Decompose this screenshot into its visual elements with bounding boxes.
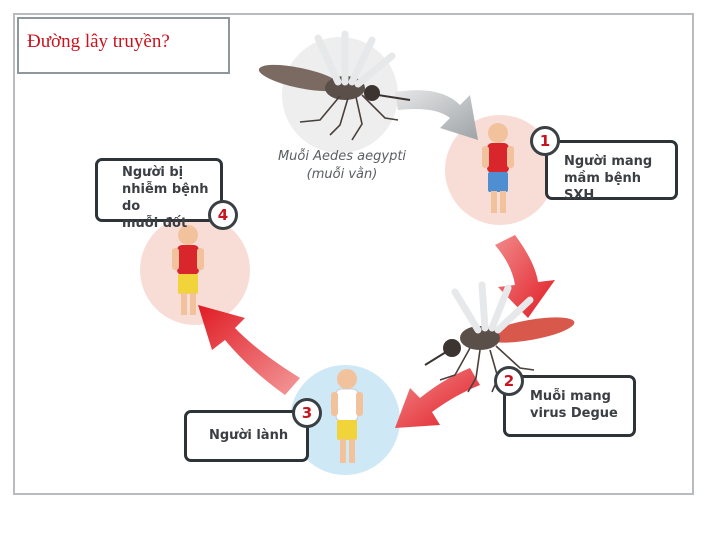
person-healthy-icon (331, 369, 363, 463)
person-infected-icon (172, 225, 204, 315)
step4-badge: 4 (208, 200, 238, 230)
mosquito-caption: Muỗi Aedes aegypti (muỗi vằn) (262, 148, 422, 184)
step4-label-line3: muỗi đốt (122, 216, 188, 231)
step4-label-line1: Người bị (122, 165, 184, 180)
mosquito-infected-icon (424, 281, 575, 393)
step1-label: Người mang mầm bệnh SXH (545, 140, 678, 203)
mosquito-top-icon (258, 30, 411, 141)
step3-label-line1: Người lành (209, 428, 289, 443)
step2-label: Muỗi mang virus Degue (503, 375, 636, 437)
page-title: Đường lây truyền? (17, 17, 230, 74)
step4-label: Người bị nhiễm bệnh do muỗi đốt (95, 158, 223, 231)
red-arrow-1-to-2 (495, 235, 555, 318)
step1-label-line1: Người mang (564, 154, 653, 169)
step3-badge: 3 (292, 398, 322, 428)
step1-badge: 1 (530, 126, 560, 156)
person-carrier-icon (482, 123, 514, 213)
step4-label-line2: nhiễm bệnh do (122, 182, 209, 214)
step1-label-line2: mầm bệnh SXH (564, 171, 642, 203)
red-arrow-3-to-4 (198, 305, 300, 395)
gray-arrow (395, 90, 478, 140)
mosquito-caption-line1: Muỗi Aedes aegypti (277, 149, 407, 164)
step2-label-line2: virus Degue (530, 406, 618, 421)
step3-label: Người lành (184, 410, 309, 462)
mosquito-caption-line2: (muỗi vằn) (306, 167, 378, 182)
red-arrow-2-to-3 (395, 368, 480, 428)
step2-badge: 2 (494, 366, 524, 396)
step2-label-line1: Muỗi mang (530, 389, 611, 404)
